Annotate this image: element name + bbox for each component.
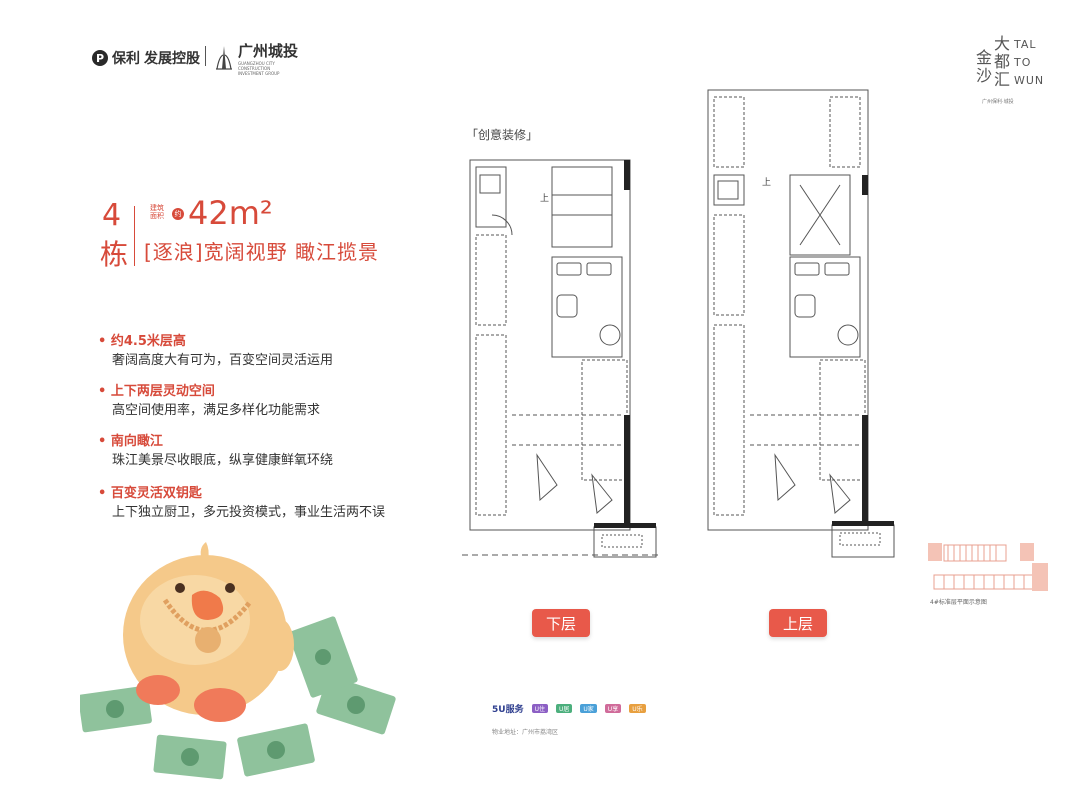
project-logo-sub: 广州保利·城投 (982, 99, 1014, 105)
project-logo-cn2: 都 (994, 52, 1011, 71)
footer-tag: U乐 (629, 703, 646, 713)
feature-heading: • 南向瞰江 (98, 434, 163, 449)
upper-stair-label: 上 (762, 177, 771, 188)
feature-heading: • 上下两层灵动空间 (98, 384, 215, 399)
money-bill-icon (80, 685, 152, 733)
building-char: 栋 (100, 238, 129, 271)
logo-divider (205, 46, 206, 66)
slogan: [逐浪]宽阔视野 瞰江揽景 (144, 240, 379, 264)
feature-heading: • 约4.5米层高 (98, 334, 186, 349)
project-logo-en3: WUN (1014, 74, 1045, 87)
gz-logo-sub: GUANGZHOU CITY CONSTRUCTION INVESTMENT G… (238, 61, 280, 76)
money-bill-icon (316, 675, 396, 735)
title-divider (134, 206, 135, 266)
area-badge: 约 (172, 208, 184, 220)
area-value: 42m² (188, 194, 273, 232)
lower-floor-button[interactable]: 下层 (532, 609, 590, 637)
poly-logo: P 保利 发展控股 (92, 48, 200, 68)
area-label: 建筑面积 (150, 204, 164, 220)
feature-item: • 南向瞰江 珠江美景尽收眼底，纵享健康鲜氧环绕 (98, 430, 333, 468)
gz-logo: 广州城投 GUANGZHOU CITY CONSTRUCTION INVESTM… (214, 40, 298, 76)
footer-tag: U住 (531, 703, 548, 713)
mini-plan-caption: 4#标准层平面示意图 (930, 599, 987, 606)
poly-logo-text: 保利 (112, 51, 140, 67)
money-bill-icon (288, 616, 358, 698)
footer-tag: U享 (604, 703, 622, 713)
project-logo-cn3: 汇 (994, 70, 1011, 89)
feature-desc: 奢阔高度大有可为，百变空间灵活运用 (112, 353, 334, 368)
feature-desc: 上下独立厨卫，多元投资模式，事业生活两不误 (112, 505, 386, 520)
money-bill-icon (237, 723, 315, 777)
project-logo-cn1: 大 (994, 34, 1011, 53)
feature-item: • 上下两层灵动空间 高空间使用率，满足多样化功能需求 (98, 380, 320, 418)
plan-note: 「创意装修」 (466, 128, 539, 142)
poly-logo-sub: 发展控股 (144, 51, 200, 67)
money-bill-icon (153, 734, 227, 780)
lower-floor-plan: 上 (462, 159, 662, 558)
gz-logo-text: 广州城投 (238, 42, 299, 60)
mini-site-plan (928, 543, 1048, 591)
footer-service-band: 5U服务 U住 U居 U家 U享 U乐 (492, 701, 912, 715)
footer-tag: U居 (555, 703, 573, 713)
building-number: 4 (102, 198, 122, 233)
upper-floor-plan: 上 (707, 89, 895, 558)
lower-stair-label: 上 (540, 193, 549, 204)
poly-logo-icon: P (92, 50, 108, 66)
project-logo-en2: TO (1014, 56, 1032, 69)
footer-address: 物业地址：广州市荔湾区 (492, 729, 559, 736)
feature-desc: 高空间使用率，满足多样化功能需求 (112, 403, 321, 418)
upper-floor-button[interactable]: 上层 (769, 609, 827, 637)
project-logo: 大 都 汇 金 沙 TAL TO WUN 广州保利·城投 (976, 34, 1045, 118)
footer-brand: 5U服务 (492, 704, 524, 715)
feature-item: • 百变灵活双钥匙 上下独立厨卫，多元投资模式，事业生活两不误 (98, 482, 385, 520)
footer-tag: U家 (580, 703, 597, 713)
project-logo-cn5: 沙 (976, 66, 993, 85)
feature-item: • 约4.5米层高 奢阔高度大有可为，百变空间灵活运用 (98, 330, 333, 368)
feature-desc: 珠江美景尽收眼底，纵享健康鲜氧环绕 (112, 453, 334, 468)
mascot-illustration (80, 542, 396, 780)
feature-heading: • 百变灵活双钥匙 (98, 486, 202, 501)
project-logo-en1: TAL (1014, 38, 1037, 51)
project-logo-cn4: 金 (976, 48, 993, 67)
gz-tower-icon (216, 46, 232, 70)
